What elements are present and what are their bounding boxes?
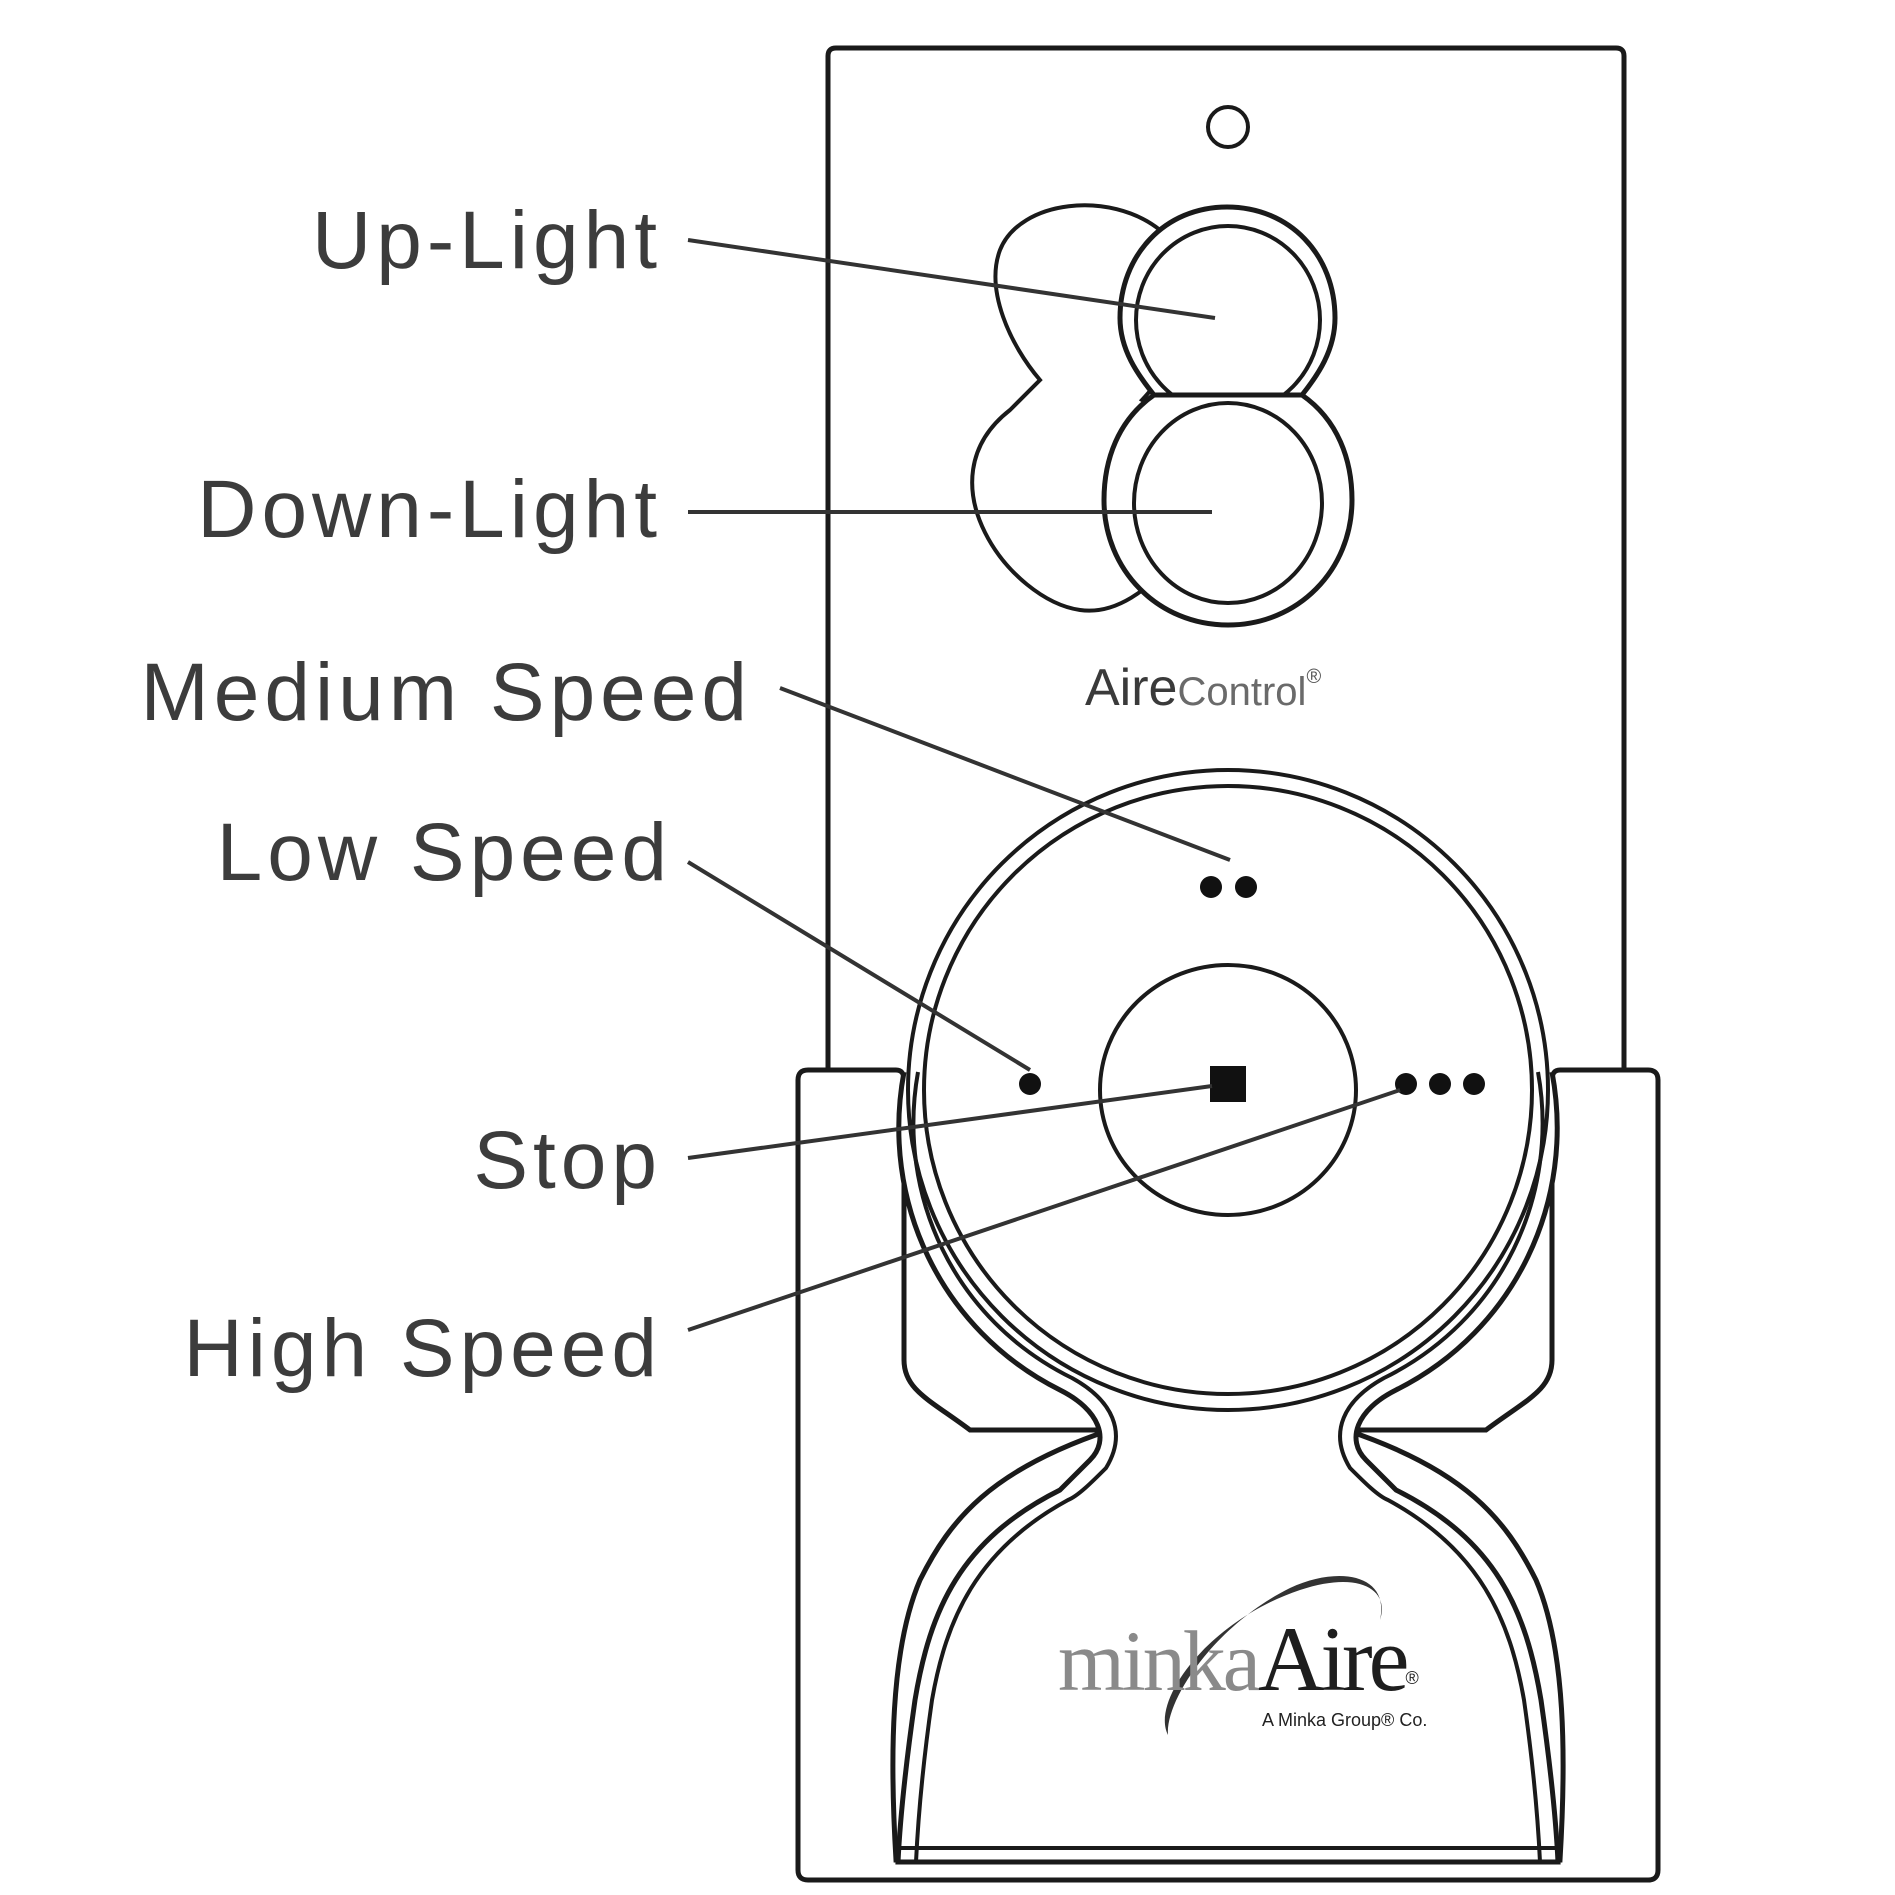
callout-down-light: Down-Light xyxy=(197,464,662,555)
leader-line-medium-speed xyxy=(779,686,1231,862)
leader-line-stop xyxy=(687,1084,1213,1160)
high-speed-button[interactable] xyxy=(1395,1073,1485,1095)
cradle xyxy=(795,1067,1661,1883)
indicator-led-icon xyxy=(1206,105,1250,149)
minka-aire-logo: minkaAire® A Minka Group® Co. xyxy=(1058,1576,1427,1735)
cradle-inner-contour-3 xyxy=(1338,1071,1545,1863)
callout-low-speed: Low Speed xyxy=(217,807,672,898)
leader-line-up-light xyxy=(687,238,1216,320)
speed-dial-inner-ring xyxy=(922,784,1534,1396)
down-light-button[interactable] xyxy=(1101,392,1355,628)
medium-speed-button[interactable] xyxy=(1200,876,1257,898)
callout-high-speed: High Speed xyxy=(183,1303,662,1394)
callout-stop: Stop xyxy=(473,1115,662,1206)
callout-medium-speed: Medium Speed xyxy=(140,647,752,738)
logo-tagline: A Minka Group® Co. xyxy=(1262,1710,1427,1730)
callout-up-light: Up-Light xyxy=(312,195,662,286)
stop-icon xyxy=(1210,1066,1246,1102)
speed-dial-outer xyxy=(906,768,1550,1412)
cradle-inner-contour xyxy=(895,1071,1561,1865)
low-speed-button[interactable] xyxy=(1019,1073,1041,1095)
leader-line-high-speed xyxy=(687,1088,1401,1332)
cradle-inner-contour-2 xyxy=(911,1071,1118,1863)
stop-button[interactable] xyxy=(1098,963,1358,1217)
brand-label: AireControl® xyxy=(1085,659,1321,717)
leader-line-low-speed xyxy=(686,860,1032,1072)
svg-text:minkaAire®: minkaAire® xyxy=(1058,1608,1419,1710)
